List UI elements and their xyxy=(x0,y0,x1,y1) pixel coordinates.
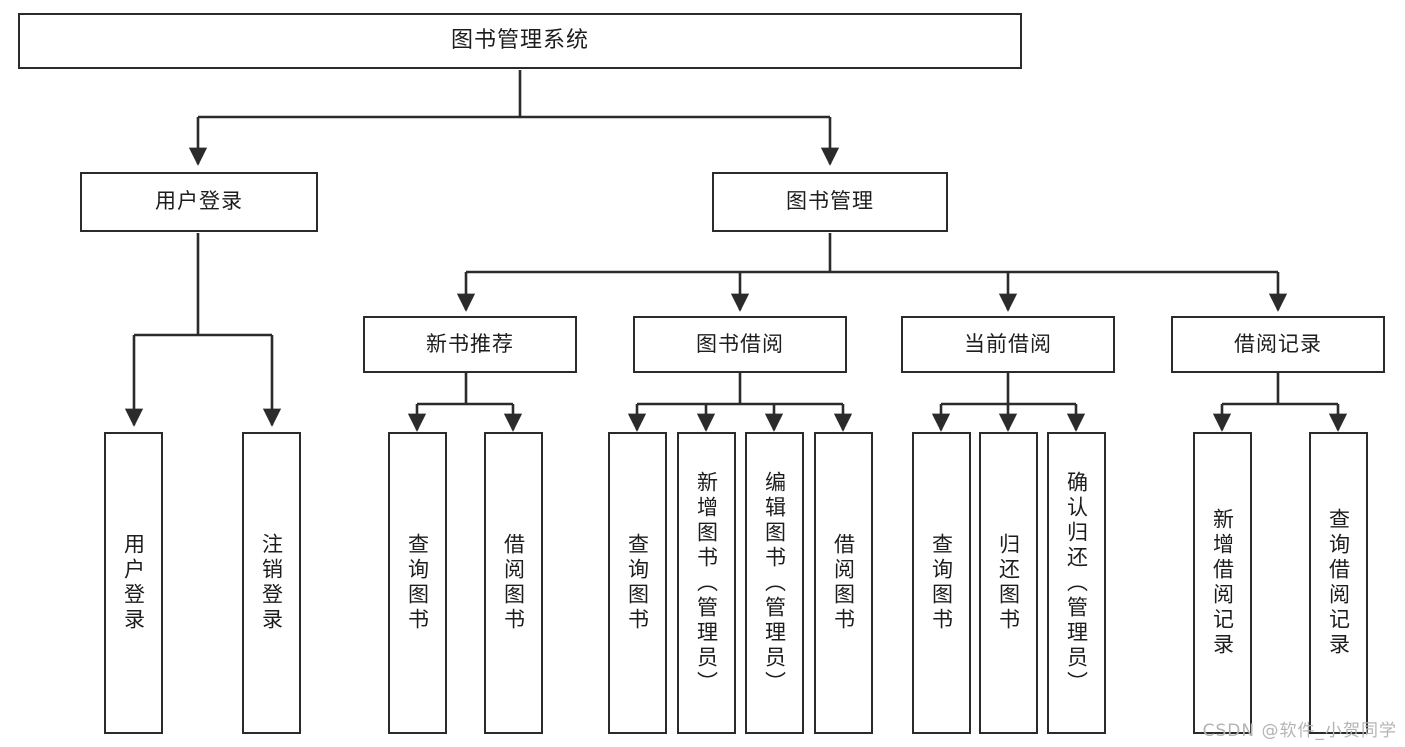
node-leaf-query-book-3[interactable]: 查询图书 xyxy=(912,432,971,734)
node-borrow-record[interactable]: 借阅记录 xyxy=(1171,316,1385,373)
node-book-manage[interactable]: 图书管理 xyxy=(712,172,948,232)
csdn-watermark: CSDN @软件_小贺同学 xyxy=(1202,721,1397,741)
node-leaf-edit-book[interactable]: 编辑图书（管理员） xyxy=(745,432,804,734)
node-leaf-query-book-1[interactable]: 查询图书 xyxy=(388,432,447,734)
node-current-borrow-label: 当前借阅 xyxy=(964,331,1052,356)
node-leaf-query-record-label: 查询借阅记录 xyxy=(1326,508,1351,658)
node-leaf-return-book[interactable]: 归还图书 xyxy=(979,432,1038,734)
node-leaf-confirm-return[interactable]: 确认归还（管理员） xyxy=(1047,432,1106,734)
node-leaf-add-book[interactable]: 新增图书（管理员） xyxy=(677,432,736,734)
node-user-login-label: 用户登录 xyxy=(155,189,243,214)
node-leaf-borrow-book-1-label: 借阅图书 xyxy=(501,533,526,633)
node-leaf-query-book-1-label: 查询图书 xyxy=(405,533,430,633)
node-leaf-logout[interactable]: 注销登录 xyxy=(242,432,301,734)
node-borrow-record-label: 借阅记录 xyxy=(1234,331,1322,356)
node-leaf-edit-book-label: 编辑图书（管理员） xyxy=(762,470,787,696)
node-current-borrow[interactable]: 当前借阅 xyxy=(901,316,1115,373)
node-user-login[interactable]: 用户登录 xyxy=(80,172,318,232)
node-leaf-confirm-return-label: 确认归还（管理员） xyxy=(1064,470,1089,696)
node-leaf-add-book-label: 新增图书（管理员） xyxy=(694,470,719,696)
node-root-label: 图书管理系统 xyxy=(450,27,589,53)
node-leaf-add-record[interactable]: 新增借阅记录 xyxy=(1193,432,1252,734)
node-leaf-query-book-3-label: 查询图书 xyxy=(929,533,954,633)
node-leaf-query-book-2-label: 查询图书 xyxy=(625,533,650,633)
node-leaf-borrow-book-2-label: 借阅图书 xyxy=(831,533,856,633)
node-leaf-logout-label: 注销登录 xyxy=(259,533,284,633)
node-book-manage-label: 图书管理 xyxy=(786,189,874,214)
node-leaf-add-record-label: 新增借阅记录 xyxy=(1210,508,1235,658)
node-leaf-query-record[interactable]: 查询借阅记录 xyxy=(1309,432,1368,734)
node-book-borrow-label: 图书借阅 xyxy=(696,331,784,356)
node-leaf-borrow-book-2[interactable]: 借阅图书 xyxy=(814,432,873,734)
node-book-borrow[interactable]: 图书借阅 xyxy=(633,316,847,373)
node-leaf-user-login[interactable]: 用户登录 xyxy=(104,432,163,734)
node-leaf-user-login-label: 用户登录 xyxy=(121,533,146,633)
node-root[interactable]: 图书管理系统 xyxy=(18,13,1022,69)
node-new-book-recommend[interactable]: 新书推荐 xyxy=(363,316,577,373)
node-new-book-recommend-label: 新书推荐 xyxy=(426,331,514,356)
node-leaf-borrow-book-1[interactable]: 借阅图书 xyxy=(484,432,543,734)
node-leaf-return-book-label: 归还图书 xyxy=(996,533,1021,633)
node-leaf-query-book-2[interactable]: 查询图书 xyxy=(608,432,667,734)
